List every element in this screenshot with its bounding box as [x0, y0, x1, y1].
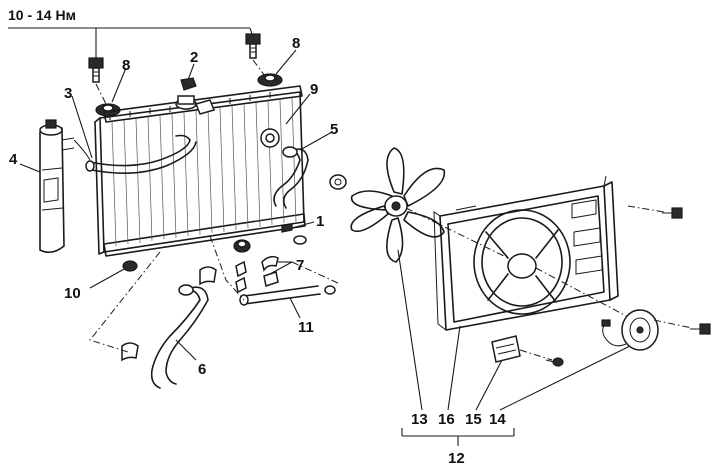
- callout-8-right: 8: [292, 35, 300, 52]
- lower-insulator-right: [233, 239, 251, 253]
- callout-16: 16: [438, 411, 455, 428]
- resistor-screw: [545, 357, 564, 367]
- upper-insulator-right: [257, 73, 283, 87]
- callout-5: 5: [330, 121, 338, 138]
- torque-leaders: [8, 27, 253, 58]
- lower-hose-clamps: [121, 266, 217, 362]
- bolt-axis-left: [95, 83, 107, 105]
- lower-hose-axis: [89, 251, 161, 353]
- shroud-bolt-lower: [690, 323, 711, 335]
- callout-6: 6: [198, 361, 206, 378]
- callout-14: 14: [489, 411, 506, 428]
- callout-10: 10: [64, 285, 81, 302]
- callout-7: 7: [296, 257, 304, 274]
- radiator-filler-neck: [175, 95, 197, 110]
- fan-motor: [601, 309, 659, 351]
- overflow-hose: [85, 134, 197, 174]
- overflow-tube: [73, 139, 91, 161]
- callout-12: 12: [448, 450, 465, 467]
- fan-resistor: [491, 335, 521, 363]
- fan-blade: [350, 147, 446, 263]
- callout-11: 11: [298, 319, 314, 336]
- callout-8-left: 8: [122, 57, 130, 74]
- upper-insulator-left: [95, 103, 121, 117]
- radiator-core: [94, 85, 306, 257]
- callout-3: 3: [64, 85, 72, 102]
- lower-mount-axis: [209, 235, 245, 301]
- bolt-top-right: [245, 33, 261, 59]
- fan-nut: [329, 174, 347, 190]
- upper-hose: [273, 146, 309, 209]
- shroud-bolt-axis-lower: [653, 319, 693, 329]
- drain-plug: [281, 223, 293, 233]
- callout-4: 4: [9, 151, 18, 168]
- callout-13: 13: [411, 411, 428, 428]
- bolt-top-left: [88, 57, 104, 83]
- resistor-axis: [519, 349, 553, 361]
- group-bracket-12: [401, 428, 515, 446]
- shroud-bolt-upper: [662, 207, 683, 219]
- fan-axis: [405, 207, 509, 259]
- torque-spec-label: 10 - 14 Нм: [8, 7, 76, 23]
- callout-9: 9: [310, 81, 318, 98]
- motor-axis: [535, 267, 631, 319]
- radiator-upper-outlet: [194, 99, 280, 148]
- callout-1: 1: [316, 213, 324, 230]
- callout-15: 15: [465, 411, 482, 428]
- shroud-bolt-axis-upper: [627, 205, 665, 213]
- lower-insulator-10: [122, 260, 138, 272]
- oil-hose-axis: [291, 261, 341, 285]
- callout-leaders: [19, 49, 631, 411]
- callout-2: 2: [190, 49, 198, 66]
- lower-hose: [150, 284, 209, 389]
- bolt-axis-right: [252, 59, 266, 77]
- oil-cooler-hose: [239, 285, 321, 306]
- hose-clamps-7: [235, 235, 336, 295]
- reserve-tank: [39, 119, 75, 254]
- fan-shroud: [433, 175, 619, 331]
